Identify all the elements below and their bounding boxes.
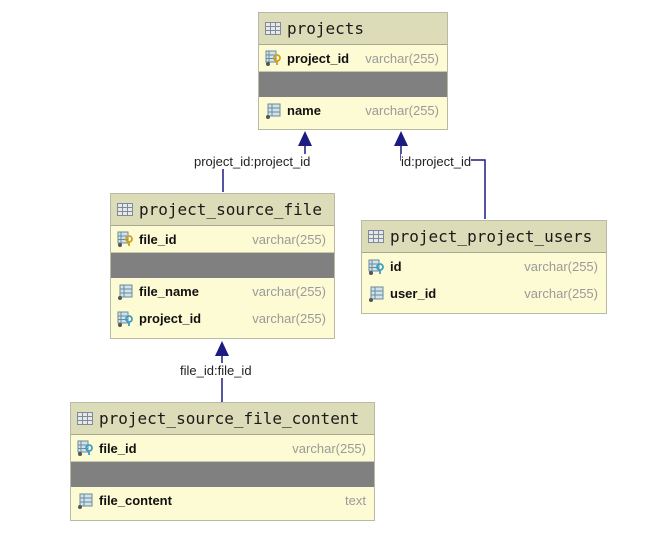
link-line-ppu-projects	[400, 138, 486, 219]
table-title: project_project_users	[390, 227, 593, 246]
column-type: varchar(255)	[524, 286, 598, 301]
column-name: file_name	[139, 284, 199, 299]
column-type: varchar(255)	[252, 284, 326, 299]
column-name: user_id	[390, 286, 437, 301]
column-name: project_id	[287, 50, 350, 66]
table-title: project_source_file_content	[99, 409, 360, 428]
column-icon	[118, 284, 133, 300]
table-icon	[77, 412, 93, 425]
column-icon	[369, 286, 384, 302]
table-header[interactable]: projects	[259, 13, 447, 45]
column-row[interactable]: user_id varchar(255)	[362, 280, 606, 307]
link-label-psf-projects: project_id:project_id	[194, 154, 311, 169]
foreign-key-icon	[117, 311, 133, 327]
column-type: varchar(255)	[252, 231, 326, 247]
table-icon	[265, 22, 281, 35]
link-arrow-psf	[215, 341, 229, 356]
column-type: varchar(255)	[524, 259, 598, 274]
column-row[interactable]: file_content text	[71, 487, 374, 514]
link-label-psfc-psf: file_id:file_id	[180, 363, 252, 378]
column-row[interactable]: id varchar(255)	[362, 253, 606, 280]
primary-foreign-key-icon	[77, 440, 93, 456]
link-label-ppu-projects: id:project_id	[401, 154, 472, 169]
column-row[interactable]: name varchar(255)	[259, 97, 447, 124]
link-arrow-projects-right	[394, 131, 408, 146]
link-arrow-projects-left	[298, 131, 312, 146]
table-header[interactable]: project_project_users	[362, 221, 606, 253]
separator	[111, 253, 334, 278]
column-name: file_content	[99, 493, 172, 508]
column-type: varchar(255)	[365, 103, 439, 118]
column-type: text	[345, 493, 366, 508]
column-icon	[266, 103, 281, 119]
column-type: varchar(255)	[365, 50, 439, 66]
primary-key-icon	[117, 231, 133, 247]
column-row[interactable]: file_id varchar(255)	[111, 226, 334, 253]
table-title: projects	[287, 19, 365, 38]
column-name: file_id	[99, 440, 137, 456]
table-header[interactable]: project_source_file	[111, 194, 334, 226]
primary-key-icon	[265, 50, 281, 66]
column-row[interactable]: project_id varchar(255)	[111, 305, 334, 332]
column-row[interactable]: file_name varchar(255)	[111, 278, 334, 305]
table-icon	[117, 203, 133, 216]
table-icon	[368, 230, 384, 243]
column-icon	[78, 493, 93, 509]
separator	[71, 462, 374, 487]
column-name: id	[390, 259, 402, 274]
table-title: project_source_file	[139, 200, 323, 219]
column-name: name	[287, 103, 321, 118]
column-type: varchar(255)	[252, 311, 326, 326]
table-header[interactable]: project_source_file_content	[71, 403, 374, 435]
table-projects[interactable]: projects project_id varchar(255) name va…	[258, 12, 448, 130]
table-project-project-users[interactable]: project_project_users id varchar(255) us…	[361, 220, 607, 314]
column-type: varchar(255)	[292, 440, 366, 456]
column-name: project_id	[139, 311, 202, 326]
column-name: file_id	[139, 231, 177, 247]
separator	[259, 72, 447, 97]
table-project-source-file[interactable]: project_source_file file_id varchar(255)…	[110, 193, 335, 339]
column-row[interactable]: file_id varchar(255)	[71, 435, 374, 462]
foreign-key-icon	[368, 259, 384, 275]
table-project-source-file-content[interactable]: project_source_file_content file_id varc…	[70, 402, 375, 521]
column-row[interactable]: project_id varchar(255)	[259, 45, 447, 72]
